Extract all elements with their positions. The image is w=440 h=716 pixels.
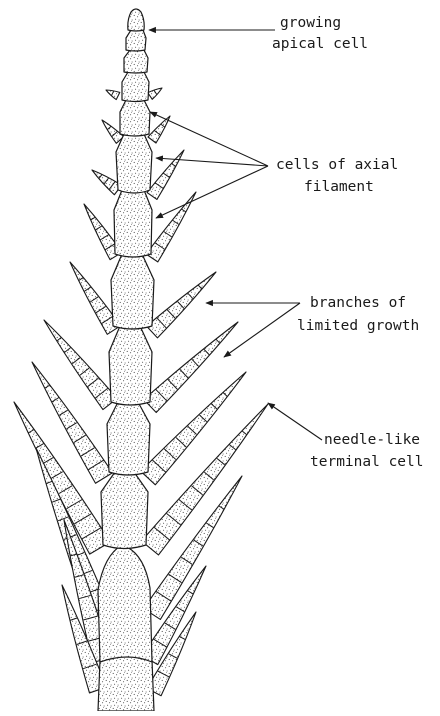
axial-filament bbox=[98, 9, 154, 711]
axial-cell bbox=[116, 134, 152, 193]
axial-cell bbox=[101, 472, 148, 549]
axial-cell bbox=[122, 72, 149, 102]
label-needle-line1: needle-like bbox=[324, 432, 420, 448]
label-group: growing apical cell cells of axial filam… bbox=[272, 15, 424, 470]
label-needle-line2: terminal cell bbox=[310, 454, 424, 470]
leader-axial-1 bbox=[150, 112, 268, 166]
axial-cell bbox=[107, 402, 150, 475]
branch-limited-growth bbox=[106, 90, 120, 100]
axial-cell bbox=[124, 50, 148, 73]
branch-limited-growth bbox=[148, 88, 162, 99]
axial-cell bbox=[109, 326, 152, 405]
leader-branches-2 bbox=[224, 303, 300, 357]
axial-cell bbox=[120, 100, 150, 136]
label-apical-line2: apical cell bbox=[272, 36, 368, 52]
axial-cell-large-basal bbox=[98, 545, 152, 662]
label-branches-line2: limited growth bbox=[297, 318, 419, 334]
leader-axial-3 bbox=[156, 166, 268, 218]
axial-cell bbox=[114, 190, 152, 257]
label-axial-line2: filament bbox=[304, 179, 374, 195]
axial-cell bbox=[126, 30, 146, 51]
basal-stalk-cell bbox=[98, 654, 154, 711]
label-axial-line1: cells of axial bbox=[276, 157, 398, 173]
axial-cell bbox=[111, 254, 154, 329]
label-apical-line1: growing bbox=[280, 15, 341, 31]
leader-needle bbox=[268, 403, 322, 440]
apical-cell bbox=[128, 9, 144, 31]
label-branches-line1: branches of bbox=[310, 295, 406, 311]
